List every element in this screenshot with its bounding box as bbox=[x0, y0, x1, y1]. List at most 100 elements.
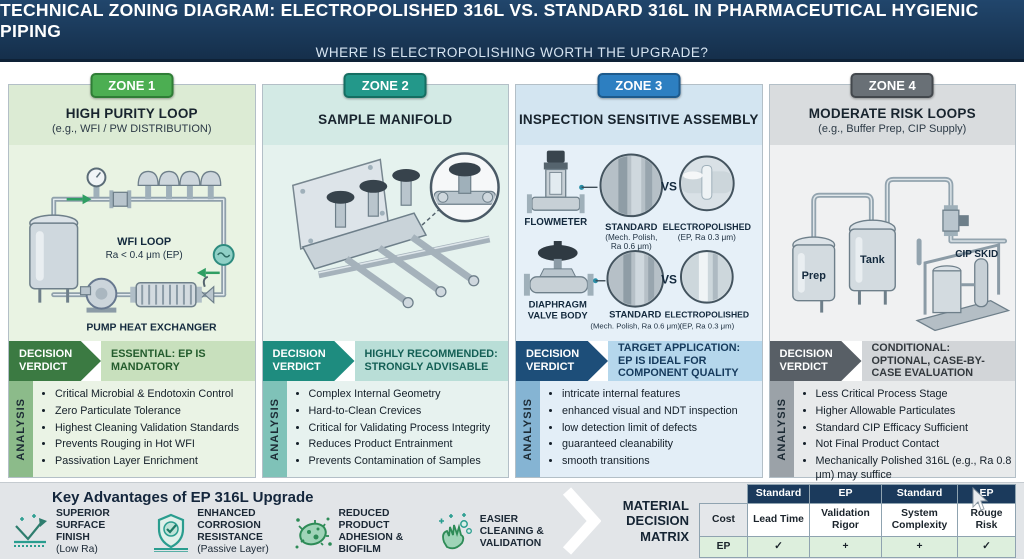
zone-3-badge: ZONE 3 bbox=[597, 73, 681, 98]
component-comparison-diagram-icon: VS STANDARD (Mech. Polish, Ra 0.6 μm) EL… bbox=[523, 150, 752, 330]
diaphragm-valve-label: VALVE BODY bbox=[528, 311, 589, 322]
analysis-item: smooth transitions bbox=[562, 454, 760, 468]
wfi-loop-spec-label: Ra < 0.4 μm (EP) bbox=[106, 250, 183, 261]
decision-verdict-tag: DECISION VERDICT bbox=[516, 341, 608, 381]
zone-column-1: ZONE 1 HIGH PURITY LOOP (e.g., WFI / PW … bbox=[8, 73, 256, 478]
analysis-item: Mechanically Polished 316L (e.g., Ra 0.8… bbox=[816, 454, 1014, 483]
zone-2-header: SAMPLE MANIFOLD bbox=[262, 85, 508, 145]
zones-row: ZONE 1 HIGH PURITY LOOP (e.g., WFI / PW … bbox=[0, 73, 1024, 481]
pump-label: PUMP bbox=[86, 322, 116, 333]
analysis-side-label: ANALYSIS bbox=[769, 381, 794, 477]
electropolished-label: ELECTROPOLISHED bbox=[665, 310, 749, 320]
zone-3-verdict-text: TARGET APPLICATION: EP IS IDEAL FOR COMP… bbox=[608, 341, 762, 381]
page-subtitle: WHERE IS ELECTROPOLISHING WORTH THE UPGR… bbox=[315, 44, 709, 60]
analysis-item: Reduces Product Entrainment bbox=[309, 437, 507, 451]
cip-skid-label: CIP SKID bbox=[955, 249, 998, 260]
analysis-item: Critical Microbial & Endotoxin Control bbox=[55, 387, 253, 401]
zone-2-verdict-text: HIGHLY RECOMMENDED: STRONGLY ADVISABLE bbox=[354, 341, 508, 381]
analysis-item: Highest Cleaning Validation Standards bbox=[55, 421, 253, 435]
advantage-easier-cleaning: EASIER CLEANING & VALIDATION bbox=[434, 512, 561, 552]
analysis-side-label: ANALYSIS bbox=[516, 381, 540, 477]
zone-4-verdict-text: CONDITIONAL: OPTIONAL, CASE-BY-CASE EVAL… bbox=[861, 341, 1015, 381]
advantage-sub: (Passive Layer) bbox=[197, 543, 269, 555]
advantage-surface-finish: SUPERIOR SURFACE FINISH (Low Ra) bbox=[10, 508, 137, 555]
analysis-item: Hard-to-Clean Crevices bbox=[309, 404, 507, 418]
matrix-cell: Validation Rigor bbox=[809, 503, 882, 537]
matrix-cell: + bbox=[809, 536, 882, 558]
zone-2-verdict: DECISION VERDICT HIGHLY RECOMMENDED: STR… bbox=[262, 341, 508, 381]
zone-1-verdict: DECISION VERDICT ESSENTIAL: EP IS MANDAT… bbox=[9, 341, 255, 381]
key-advantages-section: Key Advantages of EP 316L Upgrade SUPERI… bbox=[8, 483, 561, 559]
matrix-cell: System Complexity bbox=[881, 503, 958, 537]
analysis-item: Standard CIP Efficacy Sufficient bbox=[816, 421, 1014, 435]
zone-4-analysis: ANALYSIS Less Critical Process Stage Hig… bbox=[769, 381, 1015, 481]
advantage-corrosion-resistance: ENHANCED CORROSION RESISTANCE (Passive L… bbox=[151, 508, 278, 555]
surface-finish-icon bbox=[14, 514, 47, 547]
analysis-side-label: ANALYSIS bbox=[9, 381, 33, 477]
matrix-cell: + bbox=[881, 536, 958, 558]
zone-3-verdict: DECISION VERDICT TARGET APPLICATION: EP … bbox=[516, 341, 762, 381]
zone-3-analysis: ANALYSIS intricate internal features enh… bbox=[516, 381, 762, 477]
zone-4-subtitle: (e.g., Buffer Prep, CIP Supply) bbox=[818, 122, 967, 135]
heat-exchanger-label: HEAT EXCHANGER bbox=[119, 322, 217, 333]
advantage-label: ENHANCED CORROSION RESISTANCE bbox=[197, 508, 263, 543]
cursor-arrow-icon bbox=[972, 487, 989, 511]
zone-2-analysis-list: Complex Internal Geometry Hard-to-Clean … bbox=[309, 387, 507, 468]
check-icon: ✓ bbox=[957, 536, 1016, 558]
zone-1-badge: ZONE 1 bbox=[90, 73, 174, 98]
decision-matrix-table: Standard EP Standard EP Cost Lead Time V… bbox=[699, 484, 1016, 558]
analysis-item: Prevents Rouging in Hot WFI bbox=[55, 437, 253, 451]
standard-label: STANDARD bbox=[605, 222, 657, 233]
advantage-label: SUPERIOR SURFACE FINISH bbox=[56, 508, 110, 543]
shield-check-icon bbox=[154, 513, 189, 552]
matrix-blank-cell bbox=[700, 485, 748, 504]
analysis-item: Not Final Product Contact bbox=[816, 437, 1014, 451]
wfi-loop-diagram-icon: WFI LOOP Ra < 0.4 μm (EP) PUMP HEAT EXCH… bbox=[29, 167, 235, 333]
standard-spec-label: (Mech. Polish, bbox=[605, 233, 657, 242]
header-banner: TECHNICAL ZONING DIAGRAM: ELECTROPOLISHE… bbox=[0, 0, 1024, 62]
standard-label: STANDARD bbox=[609, 310, 661, 321]
diaphragm-valve-label: DIAPHRAGM bbox=[529, 300, 587, 311]
zone-1-analysis: ANALYSIS Critical Microbial & Endotoxin … bbox=[9, 381, 255, 477]
matrix-cell: Cost bbox=[699, 503, 748, 537]
zone-3-analysis-list: intricate internal features enhanced vis… bbox=[562, 387, 760, 468]
matrix-cell: EP bbox=[699, 536, 748, 558]
page-title: TECHNICAL ZONING DIAGRAM: ELECTROPOLISHE… bbox=[0, 0, 979, 41]
zone-4-analysis-list: Less Critical Process Stage Higher Allow… bbox=[816, 387, 1014, 483]
matrix-cell: Lead Time bbox=[747, 503, 810, 537]
vs-label: VS bbox=[661, 273, 677, 287]
prep-tank-label: Prep bbox=[801, 270, 826, 282]
zone-1-analysis-list: Critical Microbial & Endotoxin Control Z… bbox=[55, 387, 253, 468]
analysis-item: Critical for Validating Process Integrit… bbox=[309, 421, 507, 435]
zone-1-title: HIGH PURITY LOOP bbox=[65, 105, 198, 121]
decision-verdict-tag: DECISION VERDICT bbox=[9, 341, 101, 381]
advantage-label: REDUCED PRODUCT ADHESION & BIOFILM bbox=[338, 508, 404, 555]
analysis-item: Complex Internal Geometry bbox=[309, 387, 507, 401]
zone-1-subtitle: (e.g., WFI / PW DISTRIBUTION) bbox=[52, 122, 212, 135]
zone-2-title: SAMPLE MANIFOLD bbox=[318, 111, 453, 127]
wfi-loop-label: WFI LOOP bbox=[117, 236, 171, 248]
zone-column-2: ZONE 2 SAMPLE MANIFOLD bbox=[261, 73, 509, 478]
electropolished-label: ELECTROPOLISHED bbox=[663, 222, 752, 232]
sample-manifold-diagram-icon bbox=[291, 152, 500, 309]
cip-loop-diagram-icon: Prep Tank CIP SKID bbox=[791, 176, 1010, 332]
analysis-item: Passivation Layer Enrichment bbox=[55, 454, 253, 468]
vs-label: VS bbox=[661, 179, 677, 193]
footer-bar: Key Advantages of EP 316L Upgrade SUPERI… bbox=[0, 482, 1024, 559]
zone-2-analysis: ANALYSIS Complex Internal Geometry Hard-… bbox=[262, 381, 508, 477]
zone-2-badge: ZONE 2 bbox=[343, 73, 427, 98]
flowmeter-label: FLOWMETER bbox=[524, 217, 587, 228]
matrix-header-cell: Standard bbox=[747, 484, 810, 504]
decision-verdict-tag: DECISION VERDICT bbox=[769, 341, 862, 381]
matrix-header-cell: EP bbox=[809, 484, 882, 504]
analysis-item: guaranteed cleanability bbox=[562, 437, 760, 451]
advantage-reduced-adhesion: REDUCED PRODUCT ADHESION & BIOFILM bbox=[293, 508, 420, 555]
tank-label: Tank bbox=[860, 254, 886, 266]
standard-spec-label: Ra 0.6 μm) bbox=[611, 242, 652, 251]
zone-4-title: MODERATE RISK LOOPS bbox=[808, 105, 976, 121]
zone-3-illustration: VS STANDARD (Mech. Polish, Ra 0.6 μm) EL… bbox=[516, 145, 762, 341]
zone-2-illustration bbox=[262, 145, 508, 341]
chevron-separator-icon bbox=[563, 487, 601, 555]
zone-3-header: INSPECTION SENSITIVE ASSEMBLY bbox=[516, 85, 762, 145]
